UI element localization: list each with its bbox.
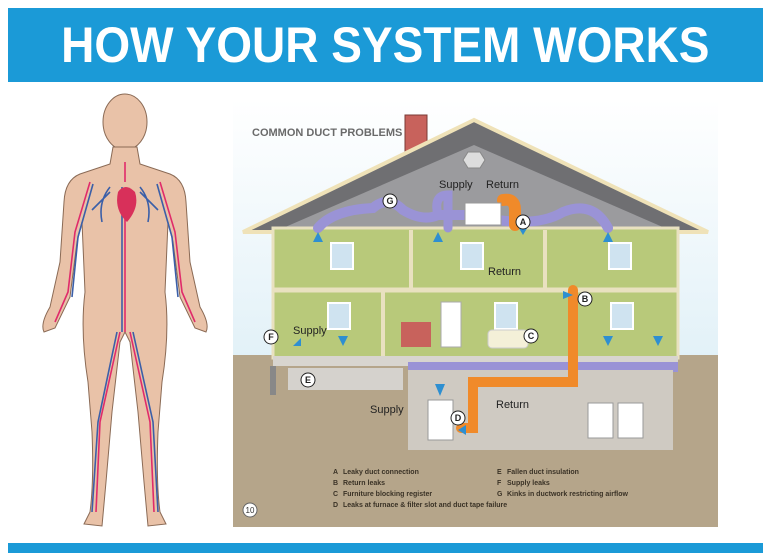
furnace bbox=[427, 399, 454, 441]
legend-b: B bbox=[333, 480, 338, 487]
fireplace bbox=[401, 322, 431, 347]
legend-f-text: Supply leaks bbox=[507, 480, 550, 487]
label-supply-basement: Supply bbox=[370, 404, 404, 416]
marker-e: E bbox=[305, 375, 311, 385]
door bbox=[440, 301, 462, 348]
label-supply-floor: Supply bbox=[293, 325, 327, 337]
air-handler bbox=[464, 202, 502, 226]
legend-f: F bbox=[497, 480, 502, 487]
washer bbox=[587, 402, 614, 439]
human-circulatory-illustration bbox=[42, 93, 208, 527]
legend-c-text: Furniture blocking register bbox=[343, 491, 432, 498]
return-duct-basement bbox=[456, 285, 578, 433]
legend-e-text: Fallen duct insulation bbox=[507, 469, 579, 476]
legend-e: E bbox=[497, 469, 502, 476]
label-return-mid: Return bbox=[488, 266, 521, 278]
diagram-heading: COMMON DUCT PROBLEMS bbox=[252, 127, 402, 139]
title-banner: HOW YOUR SYSTEM WORKS bbox=[8, 8, 763, 82]
page-title: HOW YOUR SYSTEM WORKS bbox=[61, 17, 710, 73]
return-duct-attic bbox=[497, 193, 521, 231]
marker-c: C bbox=[528, 331, 535, 341]
dryer bbox=[617, 402, 644, 439]
legend-d: D bbox=[333, 502, 338, 509]
marker-d: D bbox=[455, 413, 462, 423]
marker-g: G bbox=[386, 196, 393, 206]
label-return-basement: Return bbox=[496, 399, 529, 411]
duct-problems-diagram: COMMON DUCT PROBLEMS Supply Return Retur… bbox=[233, 100, 718, 527]
footer-banner bbox=[8, 543, 763, 553]
label-supply-attic: Supply bbox=[439, 179, 473, 191]
page-number: 10 bbox=[246, 506, 255, 515]
sofa bbox=[487, 329, 529, 349]
legend: A Leaky duct connection B Return leaks C Fu… bbox=[333, 469, 629, 509]
marker-f: F bbox=[268, 332, 274, 342]
windows bbox=[327, 242, 634, 330]
legend-c: C bbox=[333, 491, 338, 498]
legend-g-text: Kinks in ductwork restricting airflow bbox=[507, 491, 629, 498]
heart-icon bbox=[117, 187, 137, 222]
legend-a-text: Leaky duct connection bbox=[343, 469, 419, 476]
legend-d-text: Leaks at furnace & filter slot and duct … bbox=[343, 502, 507, 509]
attic-vent bbox=[462, 151, 486, 169]
legend-g: G bbox=[497, 491, 503, 498]
legend-a: A bbox=[333, 469, 338, 476]
label-return-attic: Return bbox=[486, 179, 519, 191]
marker-a: A bbox=[520, 217, 527, 227]
legend-b-text: Return leaks bbox=[343, 480, 385, 487]
marker-b: B bbox=[582, 294, 589, 304]
